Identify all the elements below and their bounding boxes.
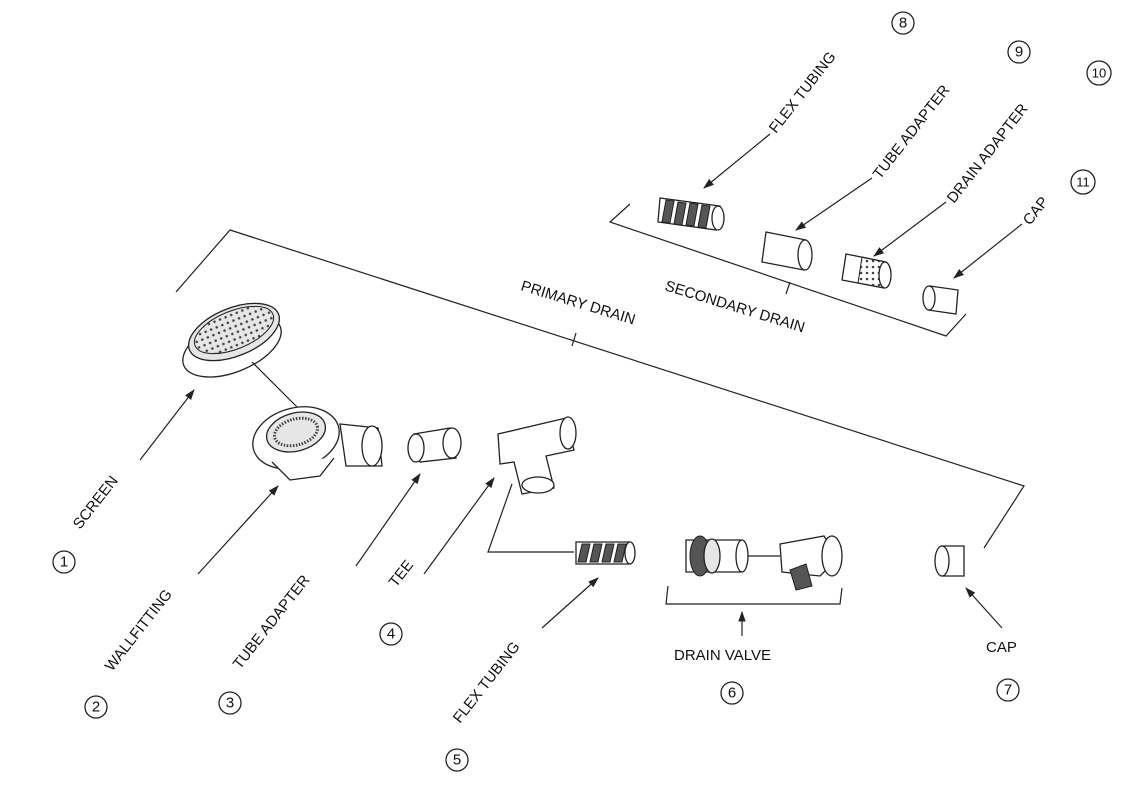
drain-valve-part [665, 535, 843, 605]
tube-adapter-leader [355, 473, 421, 567]
secondary-drain-label: SECONDARY DRAIN [663, 278, 807, 337]
screen-part [182, 302, 311, 421]
wallfitting-part [252, 406, 383, 481]
flex-tubing-leader [541, 577, 599, 629]
flex-tubing-2-label: FLEX TUBING [766, 49, 840, 137]
tube-adapter-2-label: TUBE ADAPTER [870, 82, 954, 183]
callout-3: 3 [218, 691, 242, 715]
callout-8-number: 8 [899, 15, 907, 32]
primary-drain-bracket [175, 229, 1025, 549]
tube-adapter-label: TUBE ADAPTER [230, 572, 314, 673]
screen-label: SCREEN [70, 473, 122, 533]
callout-4-number: 4 [387, 626, 395, 643]
cap-part [934, 545, 965, 577]
callout-10-number: 10 [1092, 66, 1106, 81]
callout-9-number: 9 [1015, 44, 1023, 61]
callout-11: 11 [1070, 169, 1096, 195]
tee-part [487, 416, 577, 553]
drain-adapter-part [841, 253, 892, 289]
wallfitting-leader [197, 485, 279, 575]
cap-label: CAP [986, 639, 1017, 656]
flex-tubing-part [575, 541, 636, 565]
cap-2-part [922, 285, 959, 315]
secondary-drain-bracket [608, 203, 967, 337]
tube-adapter-part [407, 427, 462, 463]
cap-2-label: CAP [1020, 194, 1052, 229]
drain-valve-label: DRAIN VALVE [674, 647, 771, 664]
drain-adapter-label: DRAIN ADAPTER [944, 101, 1032, 207]
callout-10: 10 [1086, 60, 1112, 86]
cap-leader [965, 587, 1003, 629]
callout-8: 8 [891, 11, 915, 35]
callout-11-number: 11 [1076, 175, 1090, 190]
callout-2-number: 2 [92, 699, 100, 716]
tube-adapter-2-part [761, 231, 813, 271]
flex-tubing-2-leader [703, 133, 771, 189]
callout-5-number: 5 [453, 752, 461, 769]
cap-2-leader [953, 223, 1023, 279]
callout-7-number: 7 [1004, 682, 1012, 699]
callout-5: 5 [445, 748, 469, 772]
callout-4: 4 [379, 622, 403, 646]
callout-2: 2 [84, 695, 108, 719]
callout-3-number: 3 [226, 695, 234, 712]
tee-leader [423, 477, 495, 575]
drain-adapter-leader [873, 201, 947, 257]
screen-leader [139, 389, 195, 461]
primary-drain-label: PRIMARY DRAIN [519, 278, 637, 329]
callout-6: 6 [720, 681, 744, 705]
callout-1-number: 1 [60, 554, 68, 571]
flex-tubing-label: FLEX TUBING [450, 639, 524, 727]
callout-9: 9 [1007, 40, 1031, 64]
tube-adapter-2-leader [795, 177, 873, 231]
flex-tubing-2-part [657, 197, 725, 231]
wallfitting-label: WALLFITTING [102, 586, 176, 674]
callout-7: 7 [996, 678, 1020, 702]
callout-1: 1 [52, 550, 76, 574]
tee-label: TEE [386, 557, 417, 590]
callout-6-number: 6 [728, 685, 736, 702]
